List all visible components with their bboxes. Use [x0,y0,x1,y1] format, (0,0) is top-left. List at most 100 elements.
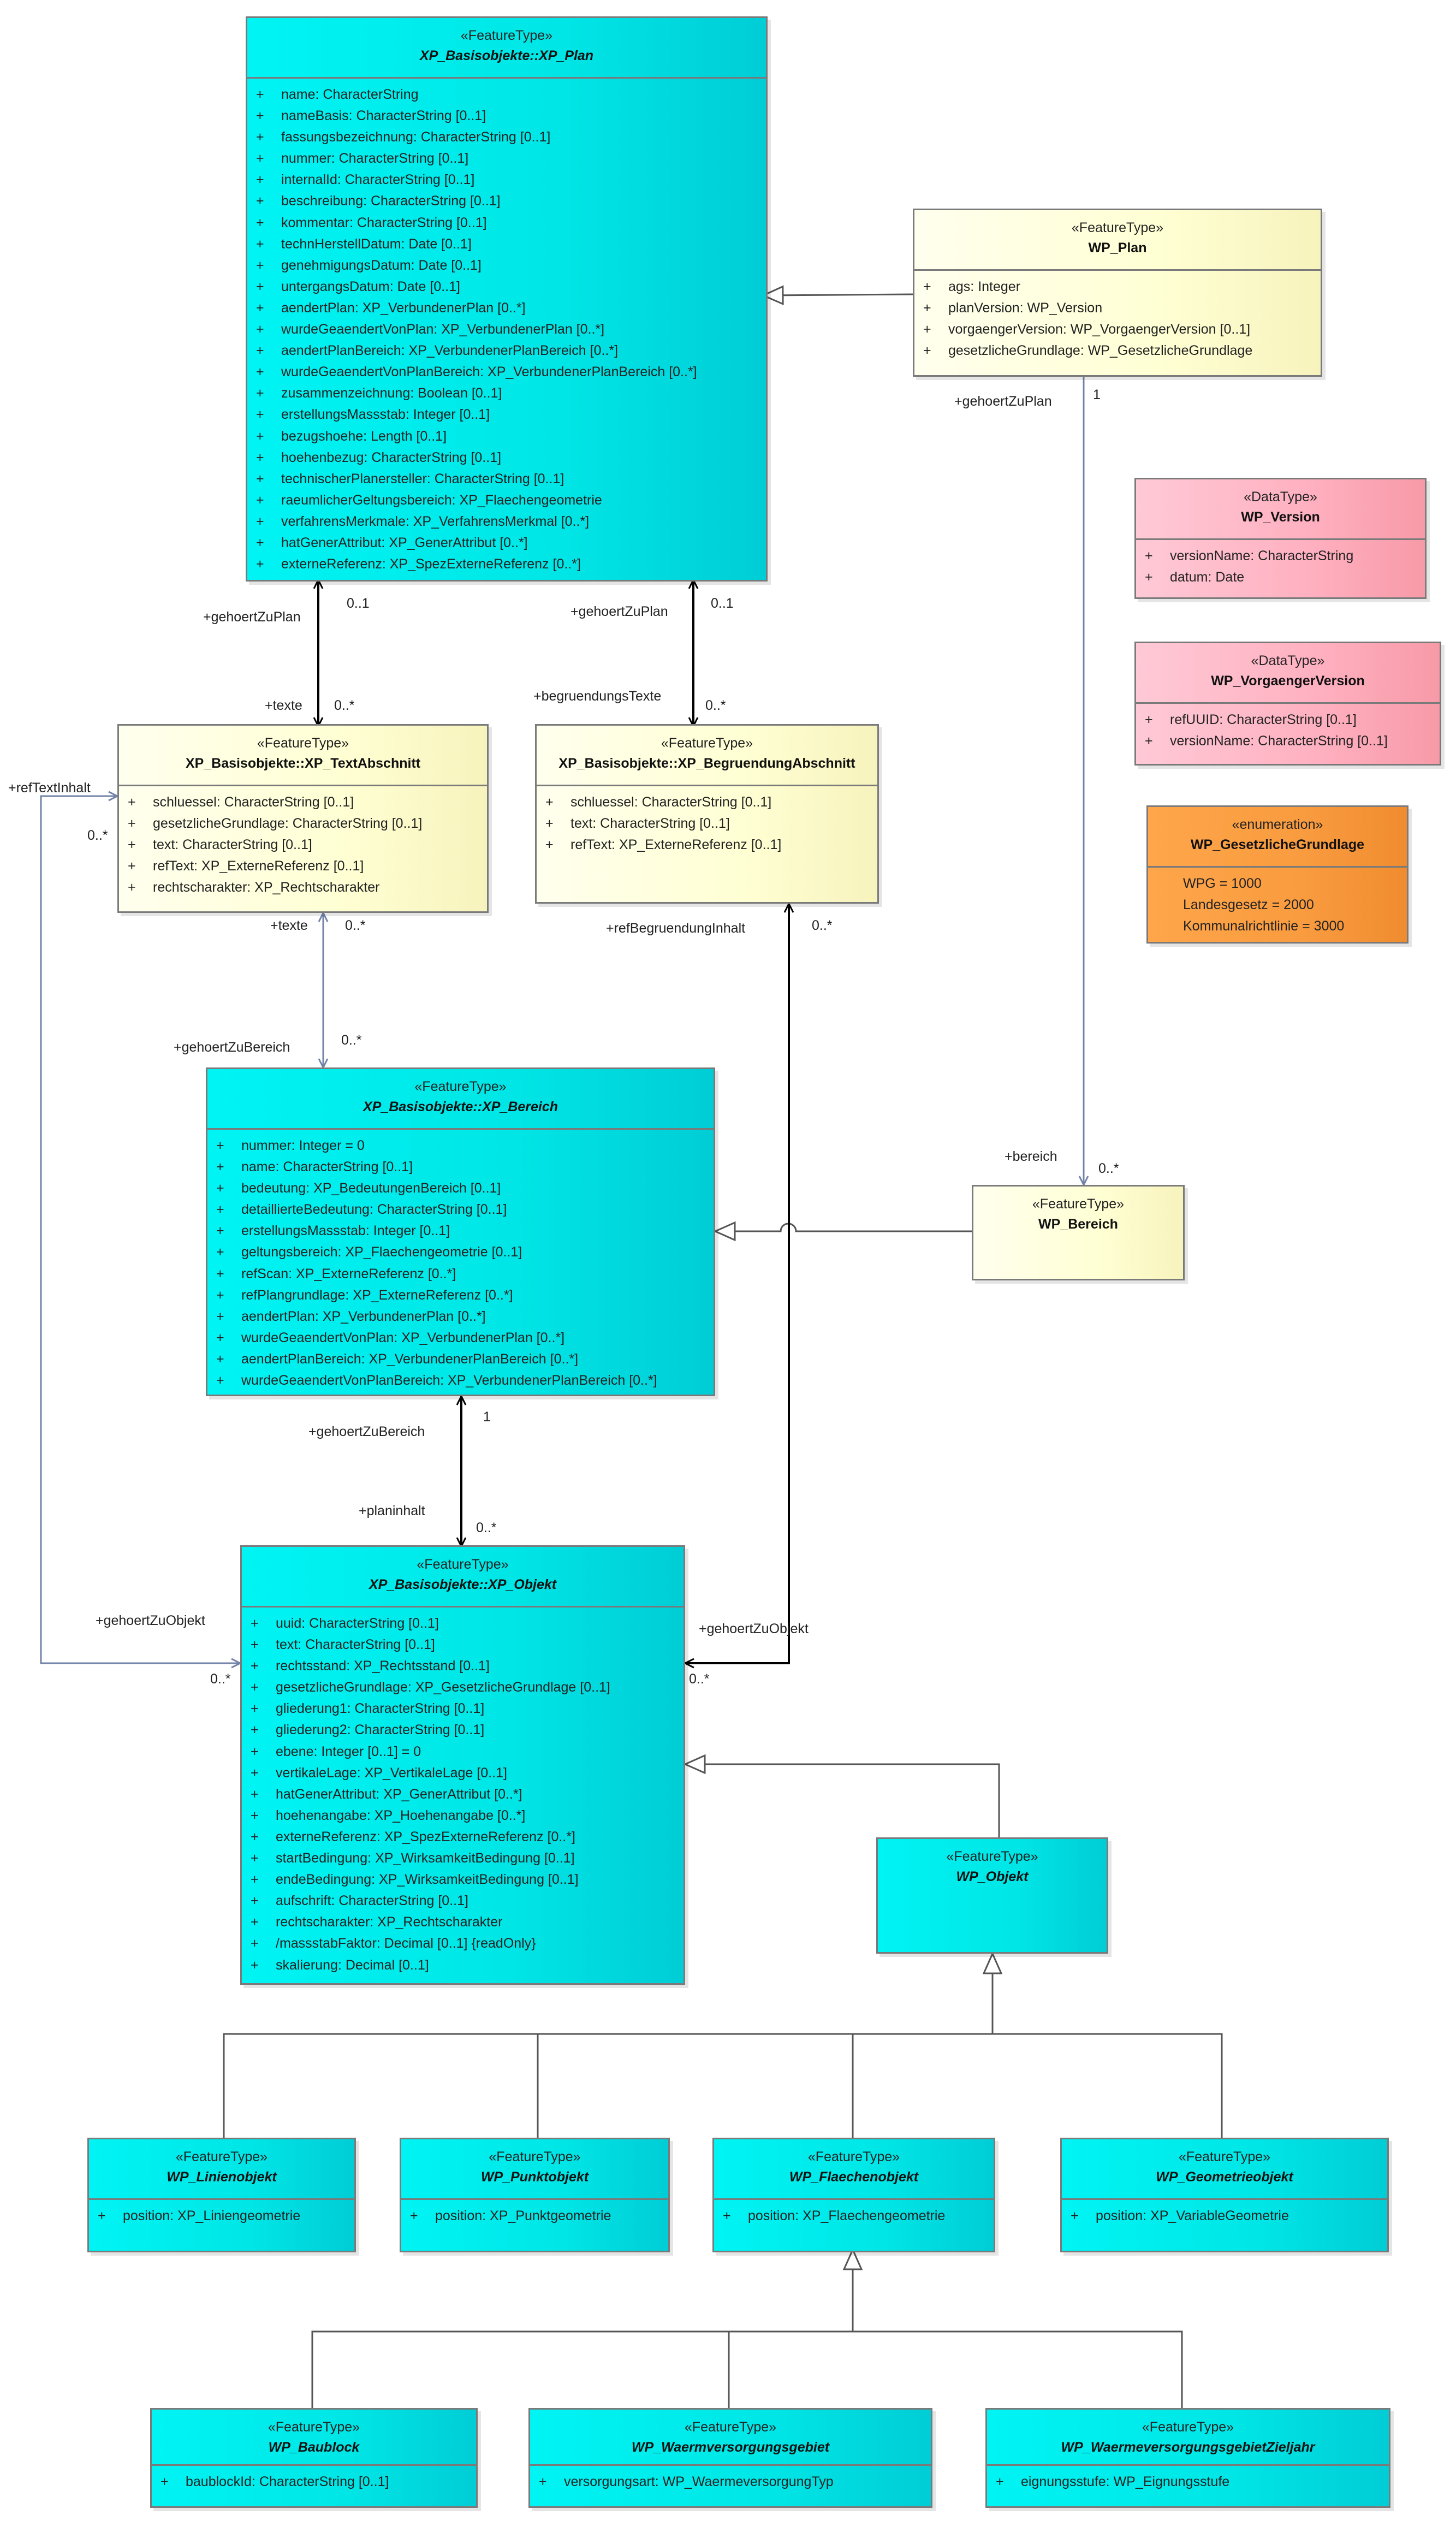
attribute-row: +planVersion: WP_Version [914,298,1321,319]
visibility-marker: + [723,2208,731,2223]
attribute-text: genehmigungsDatum: Date [0..1] [281,257,482,273]
attribute-list: +eignungsstufe: WP_Eignungsstufe [987,2466,1389,2498]
association-reftextinhalt [40,795,240,1664]
enum-literal-text: WPG = 1000 [1183,876,1262,891]
role-label: +gehoertZuObjekt [699,1621,809,1636]
attribute-row: +skalierung: Decimal [0..1] [242,1955,684,1976]
visibility-marker: + [410,2208,418,2223]
attribute-row: +internalId: CharacterString [0..1] [247,169,766,191]
attribute-text: refScan: XP_ExterneReferenz [0..*] [241,1266,456,1282]
attribute-text: erstellungsMassstab: Integer [0..1] [241,1223,450,1239]
class-name: WP_Plan [1088,240,1147,256]
class-stereotype: «FeatureType» [1142,2419,1234,2435]
attribute-row: +bezugshoehe: Length [0..1] [247,426,766,447]
visibility-marker: + [545,794,554,810]
attribute-list: +nummer: Integer = 0+name: CharacterStri… [207,1130,714,1397]
attribute-text: datum: Date [1170,570,1245,585]
role-label: +planinhalt [359,1503,425,1518]
class-wp-objekt[interactable]: «FeatureType» WP_Objekt [876,1837,1108,1954]
multiplicity-label: 0..* [705,698,726,713]
multiplicity-label: 0..* [341,1033,362,1048]
multiplicity-label: 0..* [345,918,366,933]
attribute-row: +wurdeGeaendertVonPlanBereich: XP_Verbun… [247,361,766,383]
role-label: +gehoertZuBereich [174,1040,290,1055]
attribute-list: +position: XP_VariableGeometrie [1062,2200,1387,2232]
enum-wp-gesetzlichegrundlage[interactable]: «enumeration» WP_GesetzlicheGrundlage WP… [1146,805,1409,944]
visibility-marker: + [216,1202,224,1218]
class-name: XP_Basisobjekte::XP_TextAbschnitt [185,756,421,771]
attribute-list: +versionName: CharacterString+datum: Dat… [1136,540,1425,594]
class-wp-linienobjekt[interactable]: «FeatureType» WP_Linienobjekt +position:… [87,2138,356,2252]
class-name: WP_Punktobjekt [480,2169,589,2185]
attribute-row: +name: CharacterString [0..1] [207,1156,714,1178]
class-stereotype: «FeatureType» [460,28,553,43]
attribute-text: wurdeGeaendertVonPlan: XP_VerbundenerPla… [281,322,605,337]
class-xp-bereich[interactable]: «FeatureType» XP_Basisobjekte::XP_Bereic… [206,1067,715,1396]
attribute-row: +kommentar: CharacterString [0..1] [247,212,766,234]
attribute-text: uuid: CharacterString [0..1] [276,1616,439,1631]
generalization-tree-flaechenobjekt [311,2330,1183,2408]
role-label: +gehoertZuPlan [954,394,1052,409]
visibility-marker: + [256,193,264,209]
class-xp-begruendungabschnitt[interactable]: «FeatureType» XP_Basisobjekte::XP_Begrue… [535,724,879,904]
class-stereotype: «FeatureType» [946,1849,1038,1864]
class-wp-punktobjekt[interactable]: «FeatureType» WP_Punktobjekt +position: … [400,2138,670,2252]
attribute-row: + schluessel: CharacterString [0..1] [537,792,877,813]
class-stereotype: «FeatureType» [257,735,349,751]
visibility-marker: + [251,1850,259,1866]
class-stereotype: «FeatureType» [684,2419,777,2435]
enum-literal: Landesgesetz = 2000 [1148,894,1407,916]
attribute-text: versionName: CharacterString [0..1] [1170,733,1388,749]
attribute-text: aendertPlan: XP_VerbundenerPlan [0..*] [281,300,526,316]
class-wp-bereich[interactable]: «FeatureType» WP_Bereich [972,1185,1185,1280]
attribute-row: +rechtscharakter: XP_Rechtscharakter [242,1912,684,1933]
class-wp-waermversorgungsgebiet[interactable]: «FeatureType» WP_Waermversorgungsgebiet … [528,2408,932,2508]
attribute-row: +refUUID: CharacterString [0..1] [1136,709,1440,731]
class-wp-flaechenobjekt[interactable]: «FeatureType» WP_Flaechenobjekt +positio… [712,2138,995,2252]
visibility-marker: + [539,2474,547,2489]
attribute-row: +position: XP_Liniengeometrie [89,2205,354,2227]
attribute-text: refText: XP_ExterneReferenz [0..1] [570,837,782,853]
role-label: +refBegruendungInhalt [606,921,746,936]
visibility-marker: + [216,1330,224,1345]
visibility-marker: + [256,215,264,230]
attribute-row: +nameBasis: CharacterString [0..1] [247,105,766,127]
class-xp-plan[interactable]: «FeatureType» XP_Basisobjekte::XP_Plan +… [246,16,768,582]
generalization-wpobjekt-xpobjekt [685,1764,1000,1837]
attribute-list: +baublockId: CharacterString [0..1] [152,2466,476,2498]
attribute-list: + name: CharacterString +nameBasis: Charac… [247,79,766,580]
class-name: WP_Objekt [956,1869,1029,1884]
attribute-text: name: CharacterString [281,87,419,102]
class-wp-baublock[interactable]: «FeatureType» WP_Baublock +baublockId: C… [150,2408,478,2508]
attribute-text: schluessel: CharacterString [0..1] [570,794,772,810]
attribute-row: +detaillierteBedeutung: CharacterString … [207,1199,714,1220]
visibility-marker: + [251,1743,259,1759]
visibility-marker: + [216,1287,224,1303]
visibility-marker: + [216,1244,224,1260]
class-xp-objekt[interactable]: «FeatureType» XP_Basisobjekte::XP_Objekt… [240,1545,685,1985]
class-wp-vorgaengerversion[interactable]: «DataType» WP_VorgaengerVersion +refUUID… [1134,642,1441,766]
attribute-row: +versionName: CharacterString [0..1] [1136,731,1440,752]
class-wp-waermeversorgungsgebietzieljahr[interactable]: «FeatureType» WP_Waermeversorgungsgebiet… [985,2408,1390,2508]
class-wp-plan[interactable]: «FeatureType» WP_Plan +ags: Integer+plan… [913,209,1322,377]
attribute-row: +genehmigungsDatum: Date [0..1] [247,255,766,276]
class-xp-textabschnitt[interactable]: «FeatureType» XP_Basisobjekte::XP_TextAb… [117,724,489,913]
attribute-row: +vertikaleLage: XP_VertikaleLage [0..1] [242,1763,684,1784]
visibility-marker: + [256,172,264,188]
class-stereotype: «FeatureType» [175,2149,268,2164]
multiplicity-label: 0..1 [347,596,370,611]
visibility-marker: + [216,1373,224,1389]
visibility-marker: + [256,513,264,529]
class-wp-geometrieobjekt[interactable]: «FeatureType» WP_Geometrieobjekt +positi… [1060,2138,1389,2252]
attribute-text: vorgaengerVersion: WP_VorgaengerVersion … [948,322,1251,337]
attribute-row: +versorgungsart: WP_WaermeversorgungTyp [530,2471,931,2493]
attribute-list: +schluessel: CharacterString [0..1]+gese… [119,786,487,904]
visibility-marker: + [256,471,264,487]
attribute-row: +verfahrensMerkmale: XP_VerfahrensMerkma… [247,511,766,532]
attribute-text: gesetzlicheGrundlage: CharacterString [0… [153,816,423,832]
visibility-marker: + [216,1266,224,1282]
class-stereotype: «FeatureType» [1178,2149,1271,2164]
class-wp-version[interactable]: «DataType» WP_Version +versionName: Char… [1134,478,1427,599]
visibility-marker: + [251,1786,259,1802]
